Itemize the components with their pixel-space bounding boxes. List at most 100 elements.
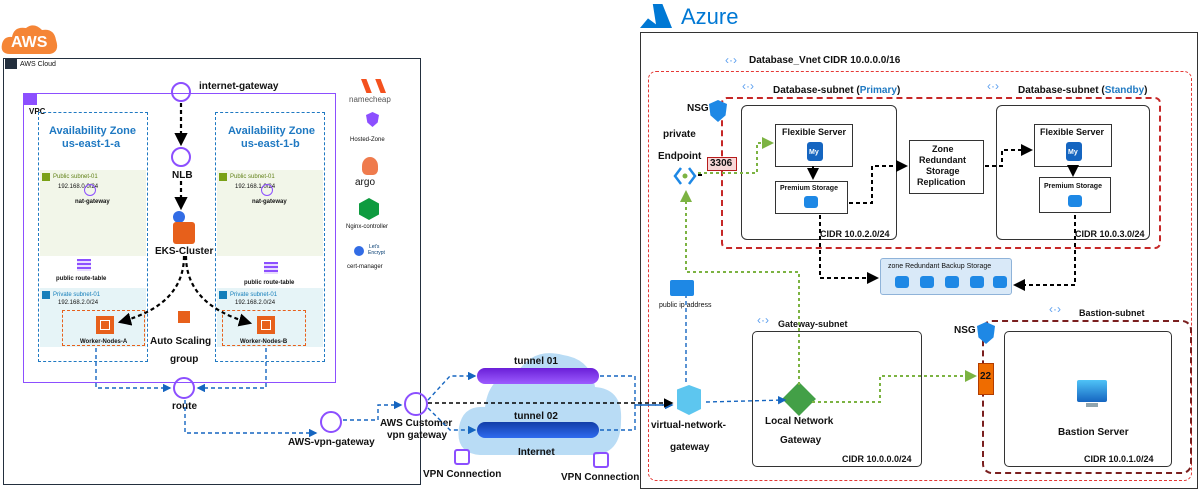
- bastion-monitor-stand-icon: [1086, 403, 1098, 407]
- vpn-connection-left-icon: [454, 449, 470, 465]
- primary-subnet-prefix: Database-subnet (: [773, 85, 860, 96]
- route-table-b-icon: [264, 262, 278, 274]
- internet-gateway-icon: [171, 82, 191, 102]
- database-vnet-label: Database_Vnet: [749, 55, 821, 66]
- port-22-label: 22: [980, 371, 992, 382]
- nsg-label: NSG: [687, 103, 709, 114]
- private-subnet-a-label: Private subnet-01: [53, 292, 101, 298]
- zone-replication-box: [909, 140, 984, 194]
- nat-gateway-a-label: nat-gateway: [75, 199, 110, 205]
- azure-logo-text: Azure: [681, 4, 739, 29]
- aws-logo: AWS: [0, 22, 60, 58]
- gateway-subnet-icon: ‹·›: [757, 313, 769, 327]
- backup-disk-icon-5: [993, 276, 1007, 288]
- zone-b-region: us-east-1-b: [241, 138, 300, 150]
- route-table-a-label: public route-table: [56, 276, 107, 282]
- database-vnet-frame: [648, 71, 1192, 481]
- nsg-shield-icon: [709, 100, 727, 122]
- standby-cidr: CIDR 10.0.3.0/24: [1075, 229, 1145, 239]
- database-vnet-cidr: CIDR 10.0.0.0/16: [823, 55, 901, 66]
- gateway-subnet-label: Gateway-subnet: [778, 319, 848, 329]
- azure-green-flow-lines: [680, 137, 977, 403]
- auto-scaling-label: Auto Scaling: [150, 336, 212, 347]
- vpn-connection-left-label: VPN Connection: [423, 469, 502, 480]
- public-subnet-b-cidr: 192.168.1.0/24: [235, 184, 276, 190]
- primary-mysql-icon: [807, 142, 823, 161]
- eks-cluster-icon: [173, 222, 195, 244]
- nsg-bastion-label: NSG: [954, 325, 976, 336]
- standby-subnet-prefix: Database-subnet (: [1018, 85, 1105, 96]
- cert-manager-icon: [354, 246, 364, 256]
- public-ip-label: public ip address: [659, 302, 712, 309]
- standby-subnet-icon: ‹·›: [987, 79, 999, 93]
- standby-subnet-suffix: ): [1144, 85, 1148, 96]
- zone-replication-label-3: Storage: [926, 166, 960, 176]
- public-ip-icon: [670, 280, 694, 296]
- worker-group-b: [222, 310, 306, 346]
- worker-group-a: [62, 310, 145, 346]
- virtual-network-gateway-lock-icon: [677, 385, 701, 415]
- standby-storage-disk-icon: [1068, 195, 1082, 207]
- worker-nodes-a-icon: [96, 316, 114, 334]
- internet-gateway-label: internet-gateway: [199, 81, 279, 92]
- hosted-zone-shield-icon: [366, 112, 379, 127]
- local-network-gateway-label-2: Gateway: [780, 435, 822, 446]
- primary-premium-storage-label: Premium Storage: [780, 185, 838, 192]
- private-subnet-b-label: Private subnet-01: [230, 292, 278, 298]
- router-icon: [173, 377, 195, 399]
- private-subnet-a-cidr: 192.168.2.0/24: [58, 300, 99, 306]
- namecheap-logo-icon-right: [375, 79, 386, 93]
- internet-label: Internet: [518, 447, 555, 458]
- standby-premium-storage-label: Premium Storage: [1044, 183, 1102, 190]
- azure-db-flow-lines: [698, 144, 1079, 291]
- vpc-label: VPC: [29, 107, 46, 116]
- worker-nodes-a-label: Worker-Nodes-A: [80, 339, 128, 345]
- bastion-subnet-label: Bastion-subnet: [1079, 308, 1145, 318]
- bastion-server-box: [1004, 331, 1172, 467]
- aws-cloud-frame: [3, 58, 421, 485]
- backup-disk-icon-1: [895, 276, 909, 288]
- zone-a-region: us-east-1-a: [62, 138, 121, 150]
- auto-scaling-group-label: group: [170, 354, 199, 365]
- route-table-a-icon: [77, 259, 91, 271]
- nlb-label: NLB: [172, 170, 193, 181]
- public-subnet-a-cidr: 192.168.0.0/24: [58, 184, 99, 190]
- cert-manager-label: cert-manager: [347, 264, 383, 270]
- availability-zone-b: [215, 112, 325, 362]
- primary-subnet-suffix: ): [896, 85, 901, 96]
- aws-vpn-gateway-label: AWS-vpn-gateway: [288, 437, 375, 448]
- standby-db-box: [996, 105, 1150, 240]
- customer-gateway-icon: [404, 392, 428, 416]
- route-table-b-label: public route-table: [244, 280, 295, 286]
- namecheap-logo-icon: [361, 79, 372, 93]
- azure-frame: [640, 32, 1198, 489]
- zone-replication-label-1: Zone: [932, 144, 954, 154]
- nginx-hexagon-icon: [359, 198, 379, 220]
- backup-storage-label: zone Redundant Backup Storage: [888, 263, 992, 270]
- port-3306-label: 3306: [710, 158, 733, 169]
- gateway-subnet-box: [752, 331, 922, 467]
- primary-cidr: CIDR 10.0.2.0/24: [820, 229, 890, 239]
- bastion-server-label: Bastion Server: [1058, 427, 1129, 438]
- private-endpoint-label-2: Endpoint: [658, 151, 702, 162]
- public-subnet-b-lock-icon: [219, 173, 227, 181]
- vpn-connection-right-label: VPN Connection: [561, 472, 640, 483]
- aws-cloud-badge-icon: [5, 59, 17, 69]
- primary-premium-storage-box: [775, 181, 848, 214]
- customer-vpn-gateway-label: vpn gateway: [387, 430, 448, 441]
- tunnel-01-pipe: [477, 368, 599, 384]
- route-label: route: [172, 401, 197, 412]
- nat-gateway-a-icon: [84, 184, 96, 196]
- private-endpoint-label-1: private: [663, 129, 696, 140]
- bastion-monitor-icon: [1077, 380, 1107, 402]
- backup-disk-icon-3: [945, 276, 959, 288]
- tunnel-02-pipe: [477, 422, 599, 438]
- namecheap-label: namecheap: [349, 95, 391, 104]
- availability-zone-a: [38, 112, 148, 362]
- primary-storage-disk-icon: [804, 196, 818, 208]
- local-network-gateway-label-1: Local Network: [765, 416, 834, 427]
- gateway-subnet-cidr: CIDR 10.0.0.0/24: [842, 454, 912, 464]
- vpn-connection-right-icon: [593, 452, 609, 468]
- virtual-network-gateway-label-2: gateway: [670, 442, 710, 453]
- public-subnet-a-label: Public subnet-01: [53, 174, 98, 180]
